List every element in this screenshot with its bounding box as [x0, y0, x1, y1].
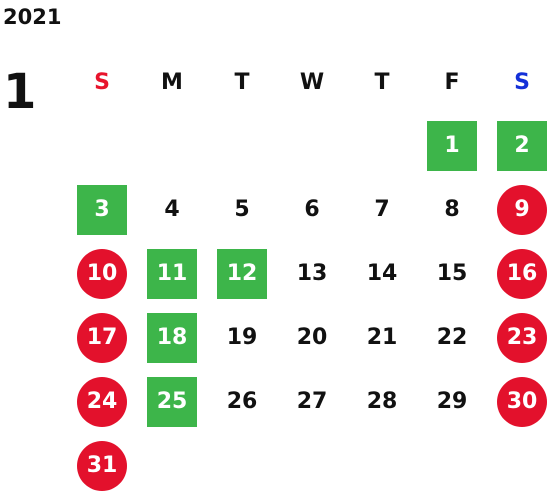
calendar-day-normal: 19	[226, 325, 258, 350]
calendar-day-holiday: 1	[427, 121, 477, 171]
year-label: 2021	[3, 5, 62, 29]
calendar-day-normal: 20	[296, 325, 328, 350]
calendar-day-cell: 13	[277, 242, 347, 306]
calendar-day-weekend: 16	[497, 249, 547, 299]
calendar-day-cell: 31	[67, 434, 137, 498]
calendar-day-normal: 27	[296, 389, 328, 414]
calendar-day-normal: 6	[304, 197, 320, 222]
calendar-day-cell: 8	[417, 178, 487, 242]
weekday-header-thursday: T	[374, 69, 390, 95]
calendar-day-normal: 8	[444, 197, 460, 222]
calendar-day-normal: 13	[296, 261, 328, 286]
calendar-week-row: 3 4 5 6 7 8 9	[67, 178, 548, 242]
calendar-week-row: 17 18 19 20 21 22 23	[67, 306, 548, 370]
calendar-day-normal: 26	[226, 389, 258, 414]
calendar-day-cell: 9	[487, 178, 548, 242]
calendar-week-row: 24 25 26 27 28 29 30	[67, 370, 548, 434]
weekday-header-monday: M	[161, 69, 183, 95]
calendar-day-cell: 6	[277, 178, 347, 242]
calendar-day-cell: 18	[137, 306, 207, 370]
calendar-day-cell: 16	[487, 242, 548, 306]
calendar-day-cell	[417, 434, 487, 498]
calendar-day-cell: 24	[67, 370, 137, 434]
calendar-day-normal: 7	[374, 197, 390, 222]
weekday-header-tuesday: T	[234, 69, 250, 95]
calendar-day-weekend: 30	[497, 377, 547, 427]
calendar-day-holiday: 11	[147, 249, 197, 299]
calendar-day-cell	[137, 434, 207, 498]
calendar-day-holiday: 3	[77, 185, 127, 235]
calendar-day-normal: 5	[234, 197, 250, 222]
calendar-day-holiday: 18	[147, 313, 197, 363]
calendar-day-cell: 25	[137, 370, 207, 434]
calendar-day-holiday: 25	[147, 377, 197, 427]
calendar-day-cell	[347, 114, 417, 178]
calendar-day-weekend: 17	[77, 313, 127, 363]
calendar-day-weekend: 10	[77, 249, 127, 299]
calendar-day-weekend: 24	[77, 377, 127, 427]
calendar-day-cell	[487, 434, 548, 498]
calendar-day-cell: 21	[347, 306, 417, 370]
weekday-header-saturday: S	[514, 69, 530, 95]
calendar-day-cell: 19	[207, 306, 277, 370]
calendar-day-weekend: 31	[77, 441, 127, 491]
calendar-day-cell: 10	[67, 242, 137, 306]
calendar-day-cell: 1	[417, 114, 487, 178]
calendar-day-weekend: 9	[497, 185, 547, 235]
calendar-day-normal: 22	[436, 325, 468, 350]
weekday-header-row: S M T W T F S	[67, 50, 548, 114]
weekday-header-wednesday: W	[299, 69, 325, 95]
calendar-day-normal: 14	[366, 261, 398, 286]
calendar-day-normal: 29	[436, 389, 468, 414]
calendar-day-cell	[137, 114, 207, 178]
calendar-day-cell	[277, 434, 347, 498]
calendar-day-cell	[207, 434, 277, 498]
calendar-day-cell	[207, 114, 277, 178]
calendar-day-cell: 23	[487, 306, 548, 370]
weekday-header-friday: F	[444, 69, 460, 95]
calendar-day-normal: 28	[366, 389, 398, 414]
calendar-day-cell: 17	[67, 306, 137, 370]
calendar-day-holiday: 12	[217, 249, 267, 299]
calendar-day-normal: 15	[436, 261, 468, 286]
calendar-day-cell: 5	[207, 178, 277, 242]
month-label: 1	[3, 64, 37, 120]
calendar-day-cell: 27	[277, 370, 347, 434]
calendar-day-cell: 29	[417, 370, 487, 434]
calendar-day-cell: 15	[417, 242, 487, 306]
calendar-day-holiday: 2	[497, 121, 547, 171]
calendar-day-cell: 26	[207, 370, 277, 434]
calendar-day-cell: 30	[487, 370, 548, 434]
calendar-day-cell: 3	[67, 178, 137, 242]
calendar-day-cell	[347, 434, 417, 498]
calendar-day-cell: 20	[277, 306, 347, 370]
calendar-day-normal: 21	[366, 325, 398, 350]
calendar-week-row: 31	[67, 434, 548, 498]
calendar-day-cell: 2	[487, 114, 548, 178]
calendar-day-cell: 4	[137, 178, 207, 242]
calendar-day-cell: 11	[137, 242, 207, 306]
calendar-day-cell: 7	[347, 178, 417, 242]
calendar-day-cell: 12	[207, 242, 277, 306]
calendar-day-normal: 4	[164, 197, 180, 222]
calendar-day-weekend: 23	[497, 313, 547, 363]
weekday-header-sunday: S	[94, 69, 110, 95]
calendar-day-cell	[67, 114, 137, 178]
calendar-day-cell: 22	[417, 306, 487, 370]
calendar-day-cell: 28	[347, 370, 417, 434]
calendar-day-cell: 14	[347, 242, 417, 306]
calendar-week-row: 10 11 12 13 14 15 16	[67, 242, 548, 306]
calendar-day-cell	[277, 114, 347, 178]
